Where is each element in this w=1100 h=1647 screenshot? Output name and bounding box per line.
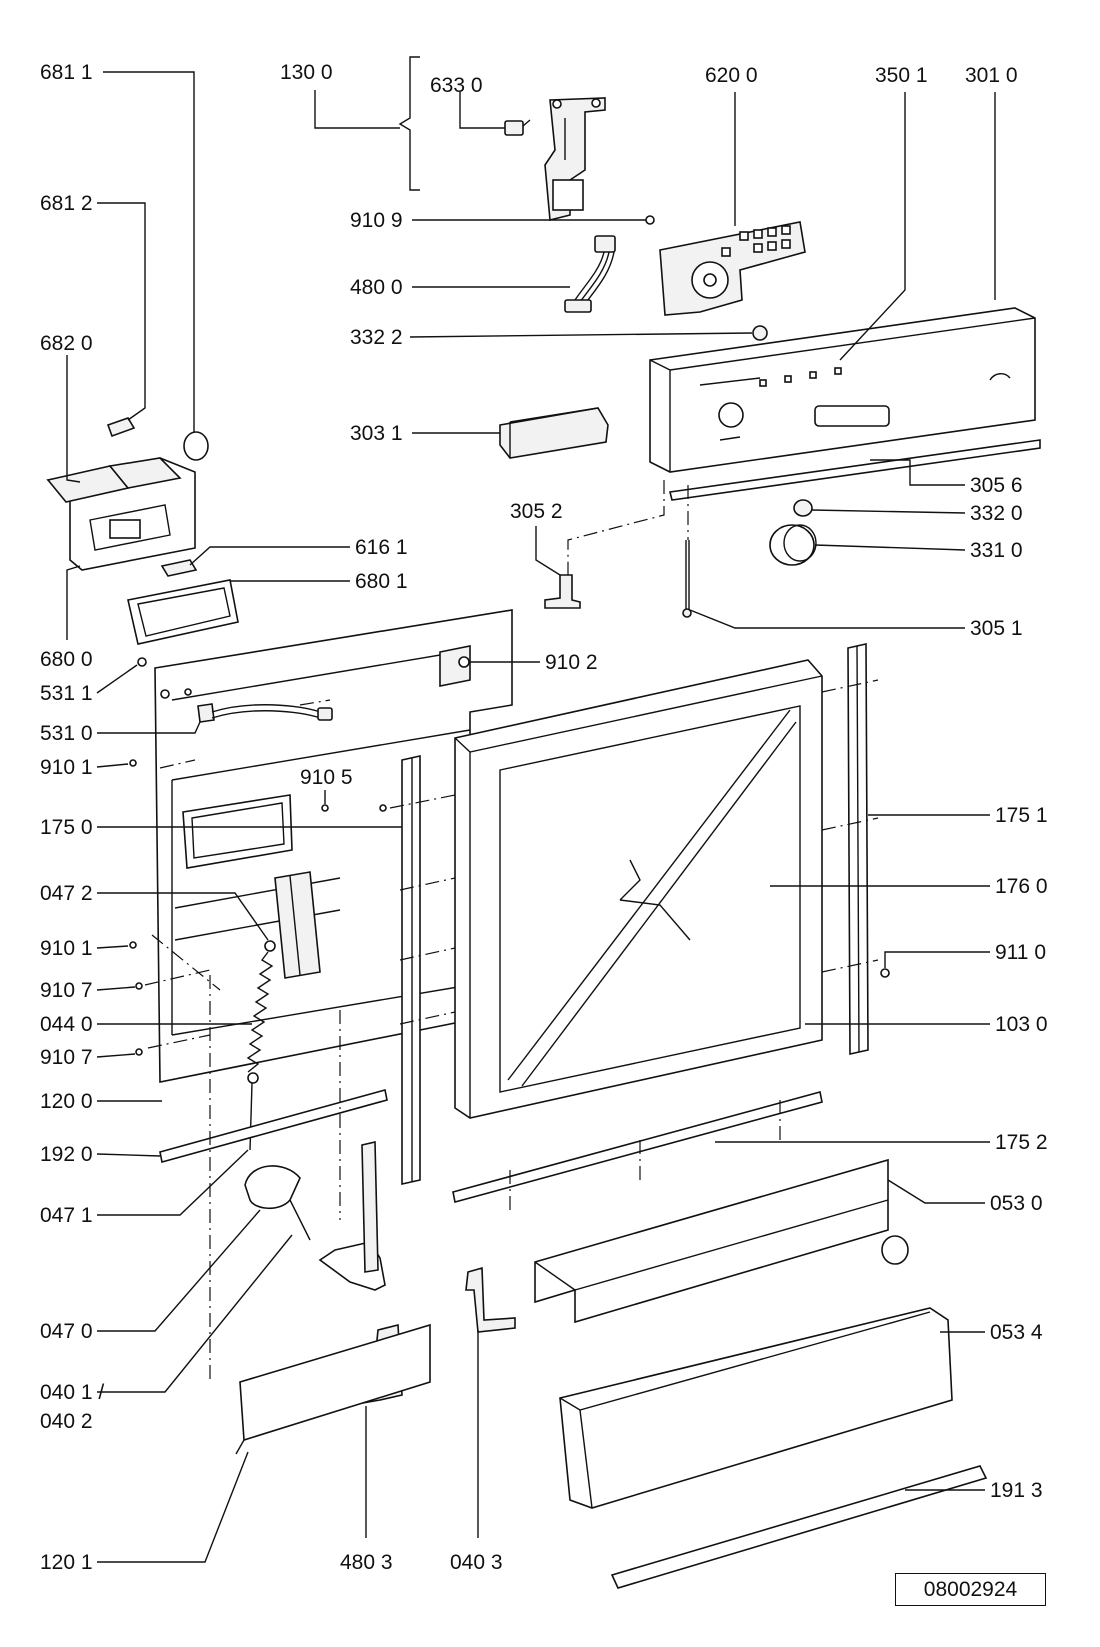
bottom-panel-120-1 xyxy=(235,1323,431,1455)
callout-053-4: 053 4 xyxy=(990,1321,1043,1344)
callout-120-1: 120 1 xyxy=(40,1551,93,1574)
control-panel-301-0 xyxy=(649,307,1036,473)
document-number: 08002924 xyxy=(923,1577,1018,1601)
bottom-trim-191-3 xyxy=(610,1465,988,1589)
side-trim-175-0 xyxy=(401,755,421,1185)
opening-frame-175-0 xyxy=(182,794,293,869)
screw-910-2 xyxy=(458,656,470,668)
callout-175-2: 175 2 xyxy=(995,1131,1048,1154)
group-bracket-130-0 xyxy=(398,56,420,191)
part-616-1 xyxy=(160,559,198,577)
screw-910-5 xyxy=(321,804,329,812)
hinge-cam-047-0 xyxy=(244,1165,311,1241)
callout-303-1: 303 1 xyxy=(350,422,403,445)
callout-681-1: 681 1 xyxy=(40,61,93,84)
spring-044-0 xyxy=(246,940,276,1151)
callout-910-7b: 910 7 xyxy=(40,1046,93,1069)
knob-332-2 xyxy=(752,325,768,341)
callout-175-1: 175 1 xyxy=(995,804,1048,827)
assembly-lines xyxy=(144,480,879,1380)
callout-911-0: 911 0 xyxy=(995,941,1046,964)
callout-633-0: 633 0 xyxy=(430,74,483,97)
screw-left-door xyxy=(379,804,387,812)
callout-040-3: 040 3 xyxy=(450,1551,503,1574)
callout-305-6: 305 6 xyxy=(970,474,1023,497)
callout-332-0: 332 0 xyxy=(970,502,1023,525)
callout-047-1: 047 1 xyxy=(40,1204,93,1227)
callout-531-1: 531 1 xyxy=(40,682,93,705)
door-cable-531-0 xyxy=(197,703,333,723)
door-lock-130-0 xyxy=(544,97,606,222)
screw-531-1 xyxy=(137,657,147,667)
callout-301-0: 301 0 xyxy=(965,64,1018,87)
kick-plate-053-0 xyxy=(534,1158,909,1324)
callout-047-0: 047 0 xyxy=(40,1320,93,1343)
callout-480-3: 480 3 xyxy=(340,1551,393,1574)
callout-053-0: 053 0 xyxy=(990,1192,1043,1215)
leader-lines xyxy=(66,71,996,1563)
callout-910-2: 910 2 xyxy=(545,651,598,674)
callout-130-0: 130 0 xyxy=(280,61,333,84)
callout-labels: 681 1 130 0 633 0 620 0 350 1 301 0 681 … xyxy=(40,61,1048,1574)
callout-616-1: 616 1 xyxy=(355,536,408,559)
document-number-box: 08002924 xyxy=(895,1573,1046,1606)
screw-911-0 xyxy=(880,968,890,978)
callout-040-1: 040 1 / xyxy=(40,1381,104,1404)
strip-192-0 xyxy=(159,1089,388,1163)
callout-332-2: 332 2 xyxy=(350,326,403,349)
clip-681-2 xyxy=(106,417,136,438)
gasket-680-1 xyxy=(127,579,239,645)
callout-531-0: 531 0 xyxy=(40,722,93,745)
callout-047-2: 047 2 xyxy=(40,882,93,905)
side-trim-175-1 xyxy=(847,643,869,1055)
outer-door-176-0 xyxy=(454,659,823,1119)
callout-910-1b: 910 1 xyxy=(40,937,93,960)
callout-480-0: 480 0 xyxy=(350,276,403,299)
screw-910-7a xyxy=(135,982,143,990)
callout-044-0: 044 0 xyxy=(40,1013,93,1036)
callout-620-0: 620 0 xyxy=(705,64,758,87)
trim-strip-305-6 xyxy=(669,439,1041,501)
callout-040-2: 040 2 xyxy=(40,1410,93,1433)
knob-332-0 xyxy=(793,499,813,517)
callout-103-0: 103 0 xyxy=(995,1013,1048,1036)
callout-175-0: 175 0 xyxy=(40,816,93,839)
screw-910-1a xyxy=(129,759,137,767)
callout-305-1: 305 1 xyxy=(970,617,1023,640)
callout-910-5: 910 5 xyxy=(300,766,353,789)
bracket-040-3 xyxy=(465,1266,516,1333)
rod-305-1 xyxy=(682,540,692,618)
screw-910-1b xyxy=(129,941,137,949)
callout-681-2: 681 2 xyxy=(40,192,93,215)
callout-176-0: 176 0 xyxy=(995,875,1048,898)
control-board-620-0 xyxy=(659,221,806,316)
callout-682-0: 682 0 xyxy=(40,332,93,355)
callout-910-1a: 910 1 xyxy=(40,756,93,779)
callout-191-3: 191 3 xyxy=(990,1479,1043,1502)
wiring-harness-480-0 xyxy=(564,235,616,313)
bottom-strip-175-2 xyxy=(452,1091,823,1203)
callout-331-0: 331 0 xyxy=(970,539,1023,562)
callout-120-0: 120 0 xyxy=(40,1090,93,1113)
callout-910-9: 910 9 xyxy=(350,209,403,232)
callout-350-1: 350 1 xyxy=(875,64,928,87)
callout-192-0: 192 0 xyxy=(40,1143,93,1166)
callout-305-2: 305 2 xyxy=(510,500,563,523)
callout-680-1: 680 1 xyxy=(355,570,408,593)
detergent-dispenser-680-0 xyxy=(46,457,196,571)
bracket-305-2 xyxy=(544,574,581,609)
selector-knob-331-0 xyxy=(769,524,817,566)
screw-910-7b xyxy=(135,1048,143,1056)
screw-910-9 xyxy=(645,215,655,225)
hinge-bracket-040-1 xyxy=(318,1140,386,1291)
disc-681-1 xyxy=(183,431,209,461)
front-cover-053-4 xyxy=(559,1307,953,1509)
microswitch-633-0 xyxy=(504,119,531,136)
dispenser-cover-303-1 xyxy=(499,407,609,459)
inner-door-panel-120-0 xyxy=(154,609,513,1083)
callout-910-7a: 910 7 xyxy=(40,979,93,1002)
callout-680-0: 680 0 xyxy=(40,648,93,671)
